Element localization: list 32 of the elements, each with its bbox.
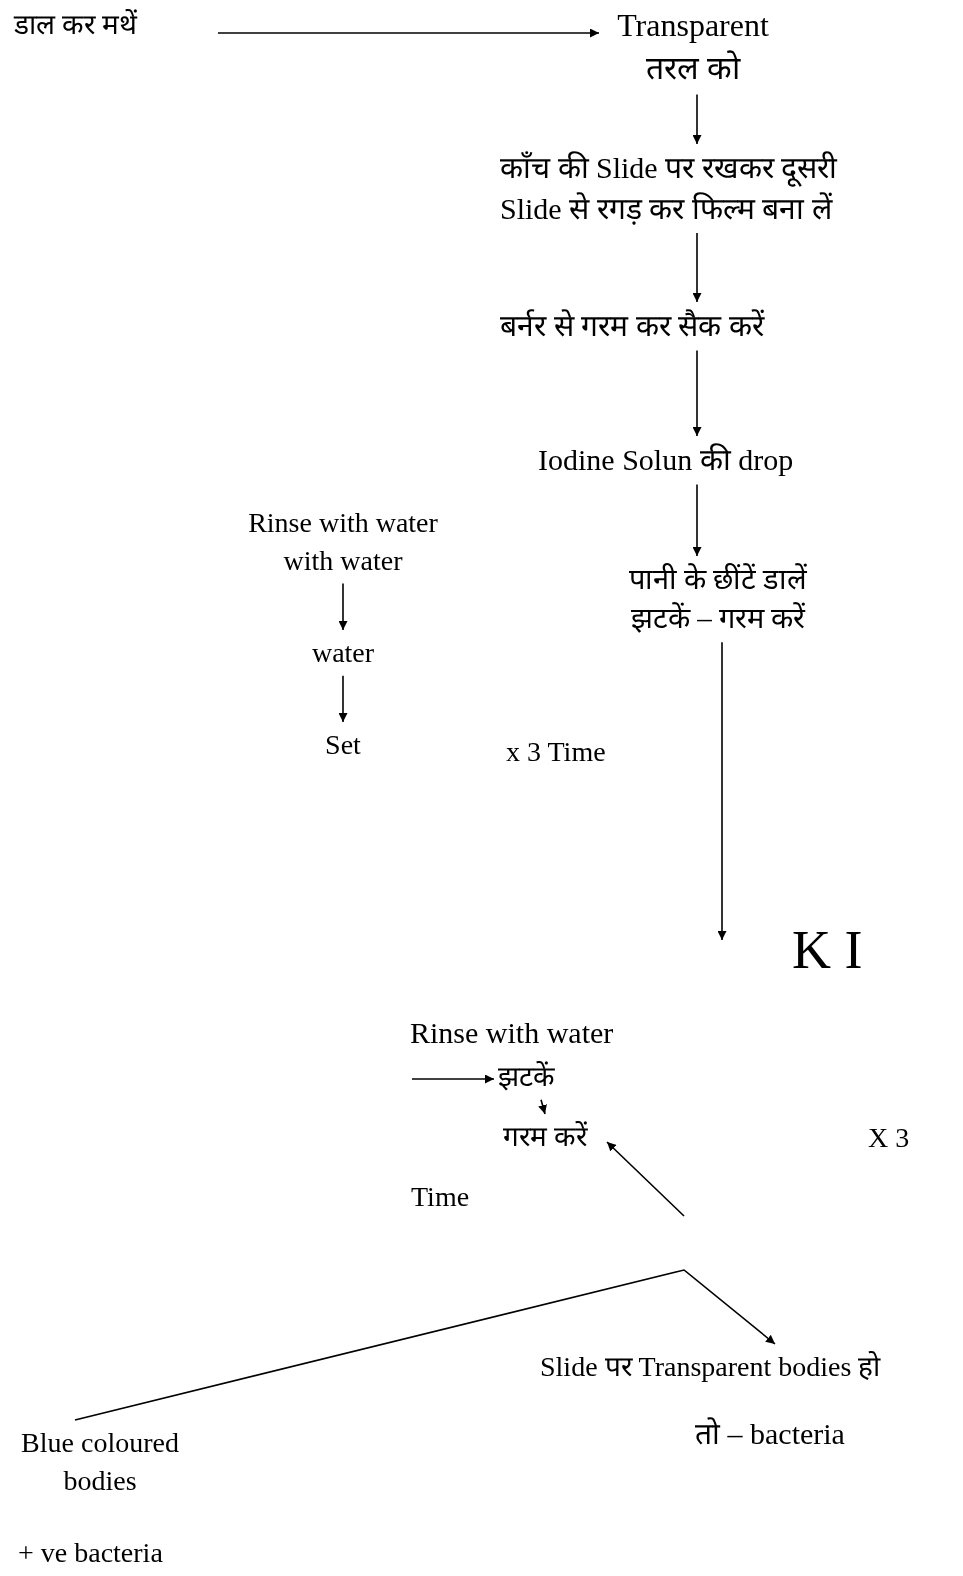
step-text: गरम करें	[503, 1120, 589, 1154]
arrow	[538, 1099, 547, 1115]
note-text: X 3	[868, 1121, 910, 1155]
arrow	[692, 93, 702, 145]
arrow	[217, 28, 600, 38]
step-text: Blue coloured bodies	[20, 1426, 180, 1498]
note-text: K I	[792, 919, 863, 982]
note-text: + ve bacteria	[18, 1536, 163, 1570]
note-text: तो – bacteria	[695, 1416, 845, 1452]
arrow	[411, 1074, 495, 1084]
step-text: Slide पर Transparent bodies हो	[540, 1350, 882, 1384]
step-text: Rinse with water with water	[247, 506, 439, 578]
note-text: x 3 Time	[506, 735, 606, 769]
step-text: झटकें	[498, 1060, 556, 1094]
arrow	[606, 1141, 685, 1217]
step-text: Rinse with water	[410, 1016, 615, 1049]
arrow	[74, 1269, 776, 1421]
step-text: water	[310, 636, 376, 670]
step-text: बर्नर से गरम कर सैक करें	[500, 308, 766, 344]
arrow	[692, 483, 702, 557]
step-text: पानी के छींटें डालें झटकें – गरम करें	[627, 562, 809, 637]
arrow	[692, 349, 702, 437]
arrow	[717, 641, 727, 941]
note-text: Time	[411, 1180, 470, 1214]
step-text: Transparent तरल को	[616, 6, 770, 89]
step-text: काँच की Slide पर रखकर दूसरी Slide से रगड़ कर फिल्म बना लें	[500, 150, 839, 227]
step-text: Iodine Solun की drop	[538, 442, 795, 478]
arrow	[692, 232, 702, 303]
step-text: डाल कर मथें	[14, 8, 139, 42]
step-text: Set	[324, 728, 362, 762]
arrow	[338, 582, 348, 631]
arrow	[338, 675, 348, 723]
